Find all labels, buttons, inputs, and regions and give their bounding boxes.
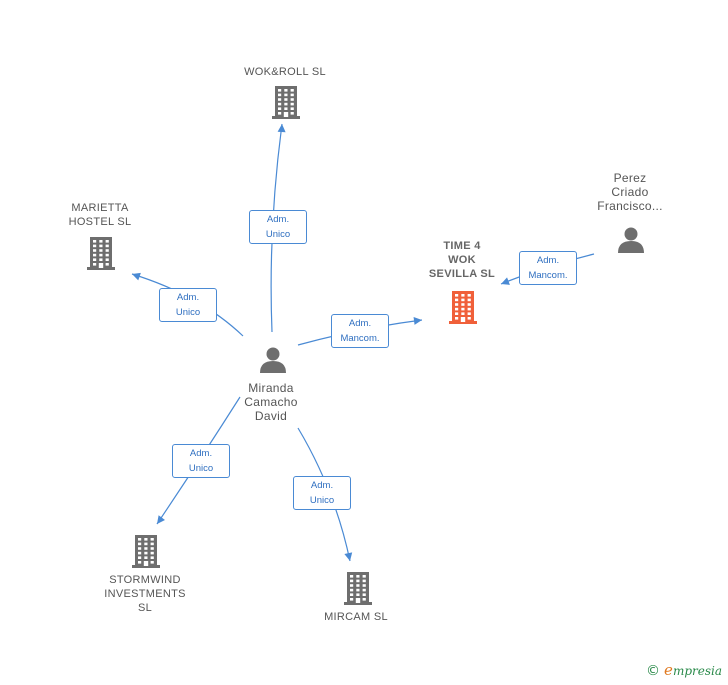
copyright-symbol: © <box>646 663 661 679</box>
edge-label-line: Mancom. <box>528 270 568 281</box>
node-label-line: Francisco... <box>597 199 663 213</box>
node-label-line: Camacho <box>244 395 298 409</box>
node-label-line: Miranda <box>248 381 294 395</box>
edge-label-line: Adm. <box>536 255 560 266</box>
arrowhead-icon <box>157 515 165 524</box>
arrowhead-icon <box>413 316 422 325</box>
edge-label-perez-to-time4wok[interactable]: Adm. Mancom. <box>519 251 577 285</box>
node-label-line: INVESTMENTS <box>104 588 186 600</box>
person-icon-miranda[interactable] <box>260 347 286 374</box>
node-label-mircam[interactable]: MIRCAM SL <box>324 610 388 624</box>
edge-label-line: Adm. <box>189 448 213 459</box>
node-label-line: TIME 4 <box>443 240 481 252</box>
edge-label-miranda-to-mircam[interactable]: Adm. Unico <box>293 476 351 510</box>
edge-label-miranda-to-wokroll[interactable]: Adm. Unico <box>249 210 307 244</box>
building-icon-stormwind[interactable] <box>132 535 160 568</box>
edge-label-line: Adm. <box>266 214 290 225</box>
edge-label-line: Adm. <box>310 480 334 491</box>
edge-label-miranda-to-marietta[interactable]: Adm. Unico <box>159 288 217 322</box>
node-label-line: SEVILLA SL <box>428 268 496 280</box>
node-label-line: MARIETTA <box>71 202 129 214</box>
edge-label-line: Unico <box>265 229 291 240</box>
edge-label-line: Mancom. <box>340 333 380 344</box>
node-label-line: SL <box>137 602 153 614</box>
arrowhead-icon <box>501 277 510 285</box>
edge-label-line: Adm. <box>348 318 372 329</box>
edge-label-line: Adm. <box>176 292 200 303</box>
edge-label-miranda-to-time4wok[interactable]: Adm. Mancom. <box>331 314 389 348</box>
node-label-line: MIRCAM SL <box>324 611 388 623</box>
edge-label-line: Unico <box>309 495 335 506</box>
node-label-line: HOSTEL SL <box>68 216 132 228</box>
brand-name: mpresia <box>672 664 722 678</box>
node-label-line: WOK&ROLL SL <box>244 66 326 78</box>
arrowhead-icon <box>132 272 141 281</box>
node-label-marietta[interactable]: MARIETTA HOSTEL SL <box>69 201 132 229</box>
node-label-line: WOK <box>448 254 476 266</box>
person-icon-perez[interactable] <box>618 227 644 254</box>
edge-label-line: Unico <box>188 463 214 474</box>
edge-label-line: Unico <box>175 307 201 318</box>
node-label-line: Perez <box>613 171 647 185</box>
node-label-line: David <box>254 409 288 423</box>
arrowhead-icon <box>344 552 353 561</box>
arrowhead-icon <box>277 124 286 133</box>
node-label-wokroll[interactable]: WOK&ROLL SL <box>244 65 326 79</box>
brand-initial: e <box>664 661 673 679</box>
building-icon-wokroll[interactable] <box>272 86 300 119</box>
building-icon-marietta[interactable] <box>87 237 115 270</box>
empresia-watermark: ©empresia <box>646 661 722 679</box>
node-label-stormwind[interactable]: STORMWIND INVESTMENTS SL <box>104 573 186 615</box>
node-label-line: STORMWIND <box>109 574 181 586</box>
node-label-line: Criado <box>611 185 649 199</box>
node-label-time4wok[interactable]: TIME 4 WOK SEVILLA SL <box>429 239 495 281</box>
building-icon-time4wok[interactable] <box>449 291 477 324</box>
building-icon-mircam[interactable] <box>344 572 372 605</box>
edge-label-miranda-to-stormwind[interactable]: Adm. Unico <box>172 444 230 478</box>
